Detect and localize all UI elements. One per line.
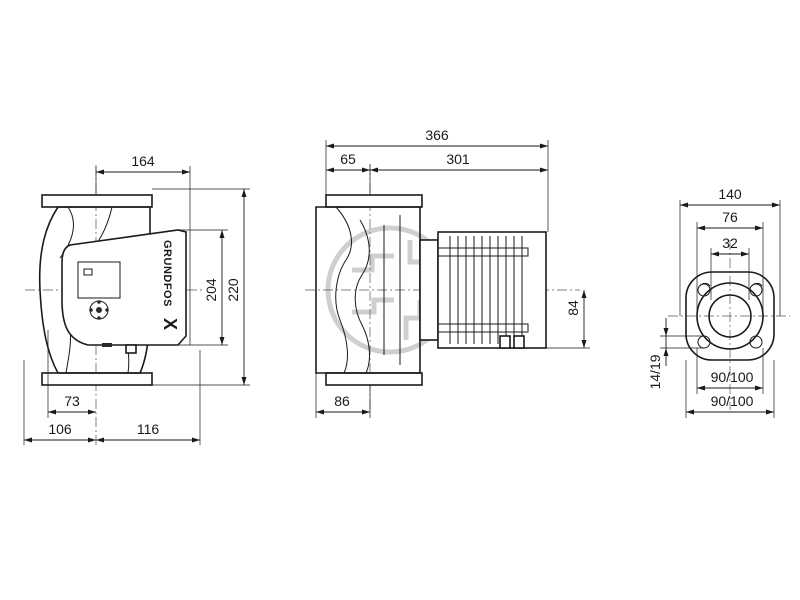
side-body-contour-1 bbox=[335, 206, 352, 374]
side-view: 366 65 301 86 84 bbox=[305, 127, 590, 418]
dim-76-arrow-right bbox=[755, 225, 763, 231]
front-brand-text: GRUNDFOS bbox=[161, 240, 173, 307]
dim-116-arrow-left bbox=[96, 437, 104, 443]
dim-301-label: 301 bbox=[446, 151, 470, 167]
front-bottom-flange bbox=[41, 372, 153, 386]
dim-220-label: 220 bbox=[225, 278, 241, 302]
front-cable-gland bbox=[125, 344, 137, 354]
front-display bbox=[77, 261, 121, 299]
front-top-flange bbox=[41, 194, 153, 208]
dim-90-100b-arrow-left bbox=[686, 409, 694, 415]
watermark-stroke-2 bbox=[352, 297, 394, 315]
dim-106-arrow-left bbox=[24, 437, 32, 443]
dim-73-arrow-right bbox=[88, 409, 96, 415]
flange-bore bbox=[708, 294, 752, 338]
dim-32-arrow-left bbox=[711, 251, 719, 257]
dim-366-label: 366 bbox=[425, 127, 449, 143]
watermark-stroke-4 bbox=[403, 300, 423, 340]
front-button-left bbox=[89, 308, 93, 312]
flange-bolt-hole-bl bbox=[697, 335, 711, 349]
dim-90-100a-arrow-right bbox=[755, 385, 763, 391]
flange-bolt-hole-br bbox=[749, 335, 763, 349]
dim-116-arrow-right bbox=[192, 437, 200, 443]
dim-73-arrow-left bbox=[48, 409, 56, 415]
flange-bolt-hole-tl bbox=[697, 283, 711, 297]
front-view: GRUNDFOS X 164 220 204 73 bbox=[23, 153, 250, 445]
flange-bolt-hole-tr bbox=[749, 283, 763, 297]
side-fin-band-top bbox=[437, 247, 529, 257]
dim-32-label: 32 bbox=[722, 235, 738, 251]
dim-140-arrow-left bbox=[680, 202, 688, 208]
side-body-contour-2 bbox=[354, 219, 370, 374]
front-button-down bbox=[97, 316, 101, 320]
dim-366-arrow-right bbox=[540, 143, 548, 149]
dim-86-arrow-left bbox=[316, 409, 324, 415]
front-control-button-center bbox=[96, 307, 102, 313]
dim-76-label: 76 bbox=[722, 209, 738, 225]
dim-73-label: 73 bbox=[64, 393, 80, 409]
dim-76-arrow-left bbox=[697, 225, 705, 231]
side-motor-housing bbox=[437, 231, 547, 349]
dim-32-arrow-right bbox=[741, 251, 749, 257]
dim-140-label: 140 bbox=[718, 186, 742, 202]
front-button-right bbox=[105, 308, 109, 312]
dim-14-19-arrow-top bbox=[663, 328, 669, 336]
dim-90-100a-label: 90/100 bbox=[711, 369, 754, 385]
side-motor-adapter bbox=[419, 239, 439, 341]
front-connector bbox=[102, 343, 112, 347]
dim-84-arrow-top bbox=[581, 290, 587, 298]
side-cable-gland-2 bbox=[513, 335, 525, 349]
side-top-flange bbox=[325, 194, 423, 208]
front-button-up bbox=[97, 300, 101, 304]
side-pump-body bbox=[315, 206, 421, 374]
flange-square-plate bbox=[685, 271, 775, 361]
dim-301-arrow-left bbox=[370, 167, 378, 173]
dim-164-arrow-left bbox=[96, 169, 104, 175]
dim-366-arrow-left bbox=[326, 143, 334, 149]
dim-204-label: 204 bbox=[203, 278, 219, 302]
dim-106-label: 106 bbox=[48, 421, 72, 437]
dim-90-100b-label: 90/100 bbox=[711, 393, 754, 409]
side-bottom-flange bbox=[325, 372, 423, 386]
dim-106-arrow-right bbox=[88, 437, 96, 443]
dim-65-arrow-left bbox=[326, 167, 334, 173]
watermark-stroke-1 bbox=[352, 253, 394, 273]
dim-84-arrow-bottom bbox=[581, 340, 587, 348]
side-cooling-fins bbox=[449, 236, 523, 344]
flange-bolt-slot-tr bbox=[751, 282, 763, 287]
dim-204-arrow-top bbox=[219, 230, 225, 238]
dim-301-arrow-right bbox=[540, 167, 548, 173]
dim-164-label: 164 bbox=[131, 153, 155, 169]
dim-220-arrow-bottom bbox=[241, 377, 247, 385]
dim-14-19-arrow-bottom bbox=[663, 348, 669, 356]
dim-90-100b-arrow-right bbox=[766, 409, 774, 415]
dim-204-arrow-bottom bbox=[219, 337, 225, 345]
dim-164-arrow-right bbox=[182, 169, 190, 175]
dim-86-label: 86 bbox=[334, 393, 350, 409]
front-logo-mark: X bbox=[160, 318, 180, 331]
side-fin-band-bottom bbox=[437, 323, 529, 333]
dim-86-arrow-right bbox=[362, 409, 370, 415]
dim-90-100a-arrow-left bbox=[697, 385, 705, 391]
flange-view: 140 76 32 14/19 90/100 90 bbox=[647, 186, 790, 418]
dim-116-label: 116 bbox=[137, 421, 160, 437]
flange-bolt-slot-tl bbox=[699, 282, 711, 287]
front-display-segment bbox=[83, 268, 93, 276]
dim-65-arrow-right bbox=[362, 167, 370, 173]
dim-14-19-label: 14/19 bbox=[647, 354, 663, 389]
dim-220-arrow-top bbox=[241, 189, 247, 197]
dim-140-arrow-right bbox=[772, 202, 780, 208]
side-cable-gland-1 bbox=[499, 335, 511, 349]
dim-65-label: 65 bbox=[340, 151, 356, 167]
dim-84-label: 84 bbox=[565, 300, 581, 316]
